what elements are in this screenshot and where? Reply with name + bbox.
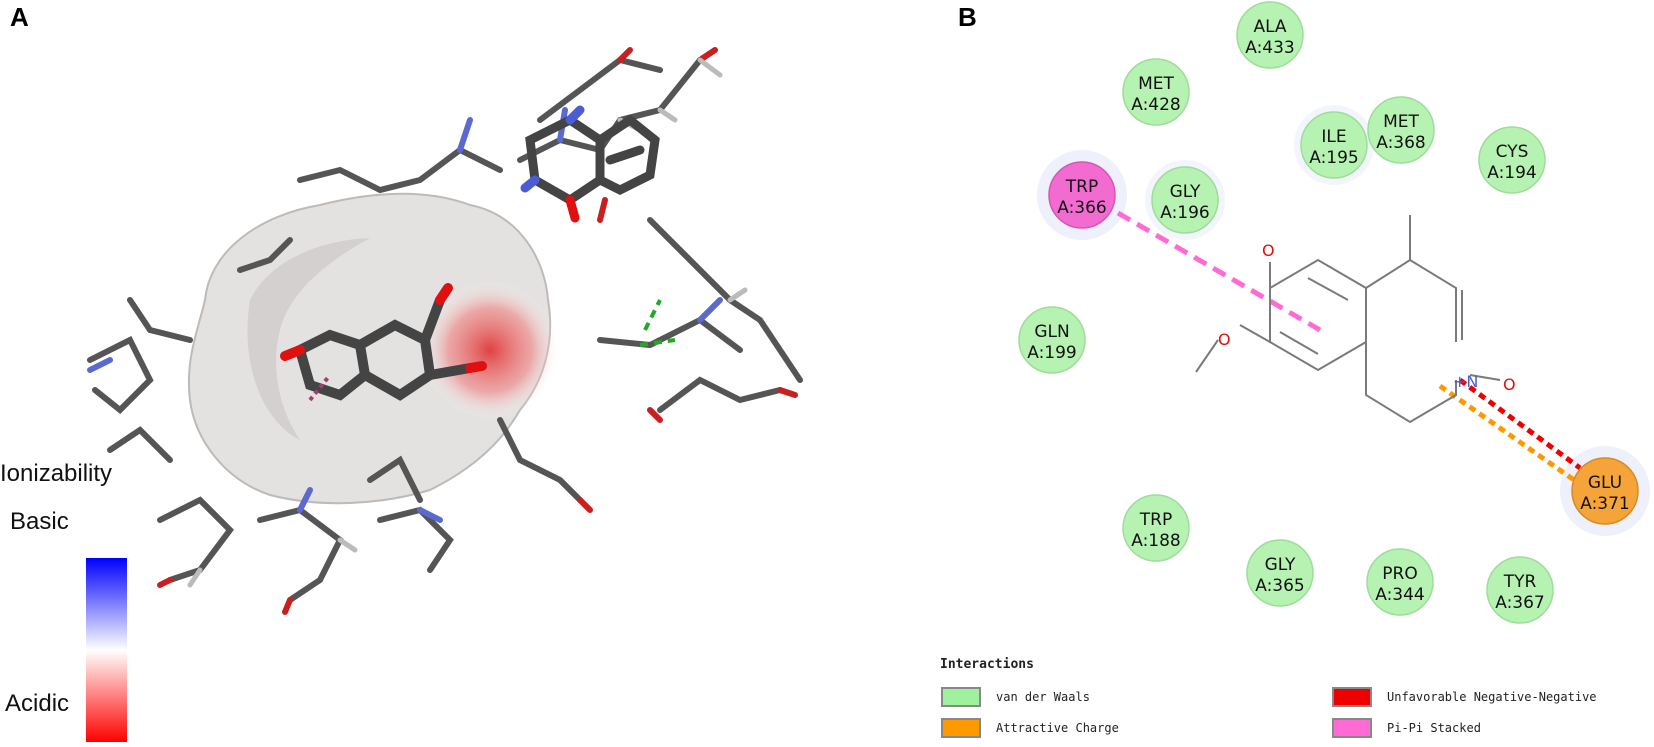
- legend-title: Interactions: [940, 657, 1034, 672]
- residue-disc: [1300, 111, 1368, 179]
- legend-item-pi-pi: Pi-Pi Stacked: [1332, 718, 1481, 738]
- residue-name: MET: [1138, 74, 1174, 94]
- legend-label: Pi-Pi Stacked: [1387, 721, 1481, 735]
- residue-name: MET: [1383, 112, 1419, 132]
- surface-rendering: [87, 47, 803, 615]
- legend-item-unfavorable: Unfavorable Negative-Negative: [1332, 687, 1597, 707]
- residue-disc: [1122, 494, 1190, 562]
- residue-id: A:196: [1160, 203, 1210, 223]
- residue-disc: [1246, 539, 1314, 607]
- residue-name: TYR: [1503, 572, 1537, 592]
- residue-name: PRO: [1382, 564, 1417, 584]
- legend-label: van der Waals: [996, 690, 1090, 704]
- residue-name: CYS: [1496, 142, 1529, 162]
- cofactor-sticks: [525, 114, 660, 206]
- scale-acidic-label: Acidic: [5, 690, 70, 717]
- legend-swatch: [941, 687, 981, 707]
- scale-basic-label: Basic: [10, 508, 69, 535]
- residue-id: A:433: [1245, 38, 1295, 58]
- residue-name: ALA: [1253, 17, 1286, 37]
- residue-id: A:371: [1580, 494, 1630, 514]
- residue-id: A:368: [1376, 133, 1426, 153]
- methoxy-oxygen-label: O: [1218, 330, 1231, 349]
- residue-id: A:365: [1255, 576, 1305, 596]
- residue-disc: [1048, 161, 1116, 229]
- residue-disc: [1236, 1, 1304, 69]
- ligand-structure: [1195, 215, 1501, 424]
- residue-disc: [1571, 457, 1639, 525]
- ionizability-colorbar: [86, 558, 127, 742]
- residue-name: ILE: [1321, 127, 1346, 147]
- unfavorable-negative-line: [1458, 377, 1582, 471]
- residue-name: GLY: [1265, 555, 1296, 575]
- nitrogen-label: +N: [1453, 372, 1478, 391]
- residue-disc: [1478, 126, 1546, 194]
- interaction-diagram: O O +N O ALAA:433META:428ILEA:195META:36…: [1018, 1, 1650, 624]
- residue-id: A:367: [1495, 593, 1545, 613]
- residue-disc: [1367, 96, 1435, 164]
- residue-id: A:344: [1375, 585, 1425, 605]
- attractive-charge-line: [1438, 383, 1576, 483]
- residue-id: A:428: [1131, 95, 1181, 115]
- residue-disc: [1122, 58, 1190, 126]
- legend-label: Unfavorable Negative-Negative: [1387, 690, 1597, 704]
- residue-name: TRP: [1065, 177, 1098, 197]
- ionizability-title: Ionizability: [0, 460, 113, 487]
- pi-pi-stacked-line: [1116, 210, 1322, 333]
- residue-id: A:366: [1057, 198, 1107, 218]
- legend-label: Attractive Charge: [996, 721, 1119, 735]
- residue-id: A:188: [1131, 531, 1181, 551]
- residue-disc: [1366, 548, 1434, 616]
- hydroxyl-oxygen-label: O: [1262, 241, 1275, 260]
- residue-id: A:199: [1027, 343, 1077, 363]
- legend-swatch: [941, 718, 981, 738]
- residue-name: GLY: [1170, 182, 1201, 202]
- panel-b-letter: B: [958, 2, 977, 32]
- residue-name: GLN: [1034, 322, 1069, 342]
- legend-swatch: [1332, 687, 1372, 707]
- panel-a-letter: A: [10, 2, 29, 32]
- legend-item-attractive-charge: Attractive Charge: [941, 718, 1119, 738]
- legend-item-vdw: van der Waals: [941, 687, 1090, 707]
- legend-swatch: [1332, 718, 1372, 738]
- residue-name: TRP: [1139, 510, 1172, 530]
- ligand-sticks: [294, 295, 475, 401]
- n-oxide-oxygen-label: O: [1503, 375, 1516, 394]
- residue-disc: [1018, 306, 1086, 374]
- residue-id: A:195: [1309, 148, 1359, 168]
- residue-name: GLU: [1588, 473, 1622, 493]
- residue-disc: [1486, 556, 1554, 624]
- residue-disc: [1151, 166, 1219, 234]
- residue-id: A:194: [1487, 163, 1537, 183]
